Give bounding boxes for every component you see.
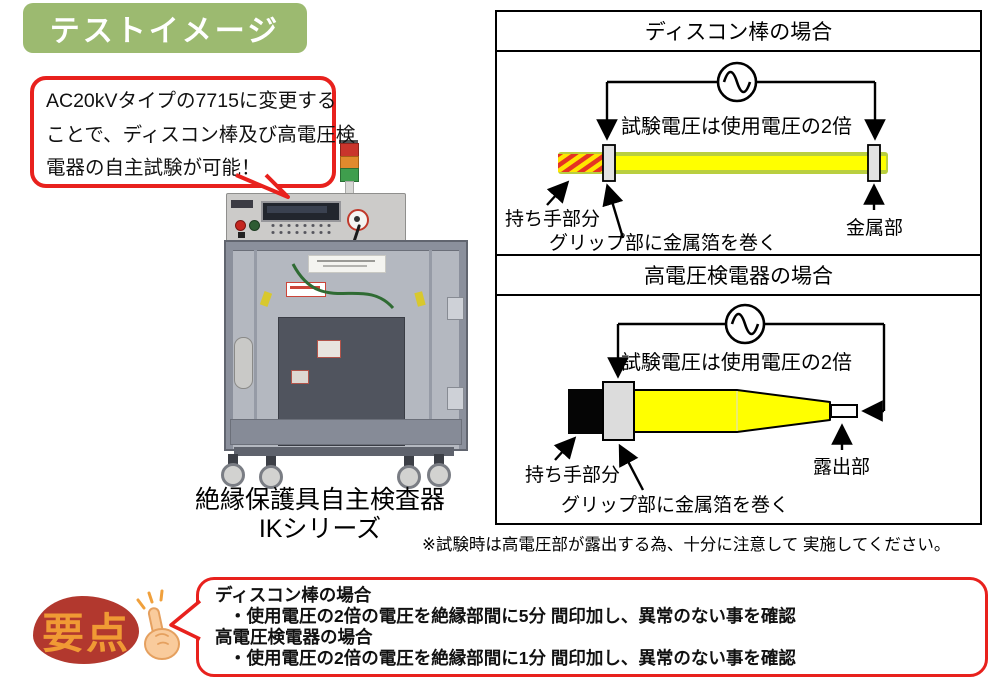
test-image-badge-label: テストイメージ <box>49 15 281 48</box>
keypoints-bubble-tail <box>169 599 202 641</box>
cabinet-base-bar <box>234 447 454 456</box>
machine-caption-line1: 絶縁保護具自主検査器 <box>194 486 445 514</box>
keypoint-line: ・使用電圧の2倍の電圧を絶縁部間に1分 間印加し、異常のない事を確認 <box>229 648 796 668</box>
test-image-badge: テストイメージ <box>23 3 307 53</box>
cabinet-base-tray <box>230 419 462 445</box>
caution-note: ※試験時は高電圧部が露出する為、十分に注意して 実施してください。 <box>422 536 951 554</box>
machine-photo <box>212 140 470 489</box>
display-window <box>261 201 341 222</box>
callout-line: AC20kVタイプの7715に変更する <box>46 90 337 112</box>
caster-wheel <box>258 456 284 489</box>
keypoint-line: ・使用電圧の2倍の電圧を絶縁部間に5分 間印加し、異常のない事を確認 <box>229 606 796 626</box>
cabinet-frame-bar <box>254 250 257 442</box>
voltage-detector-diagram: 試験電圧は使用電圧の2倍 持ち手部分 グリップ部に金属箔を巻く 露出部 <box>497 294 976 519</box>
keypoints-badge-label: 要点 <box>41 609 130 657</box>
green-button <box>249 220 260 231</box>
callout-bubble: AC20kVタイプの7715に変更する ことで、ディスコン棒及び高電圧検 電器の… <box>30 76 356 188</box>
caster-wheel <box>426 454 452 487</box>
door-hinge <box>447 387 464 410</box>
keypoints-badge: 要点 <box>33 596 139 664</box>
test-voltage-label: 試験電圧は使用電圧の2倍 <box>620 116 853 138</box>
section2-header: 高電圧検電器の場合 <box>497 254 980 296</box>
caster-wheel <box>396 456 422 489</box>
callout-tail <box>235 173 290 199</box>
grip-foil-label: グリップ部に金属箔を巻く <box>561 495 790 516</box>
inner-label <box>291 370 309 384</box>
cabinet-left-post <box>226 242 233 449</box>
grip-foil-label: グリップ部に金属箔を巻く <box>549 233 778 254</box>
keypoint-line: ディスコン棒の場合 <box>215 585 372 605</box>
caster-wheel <box>220 454 246 487</box>
keypoint-line: 高電圧検電器の場合 <box>215 627 373 647</box>
section2-title: 高電圧検電器の場合 <box>644 265 833 288</box>
yellow-clip <box>259 291 273 307</box>
section1-title: ディスコン棒の場合 <box>644 21 833 44</box>
callout-line: 電器の自主試験が可能！ <box>46 157 261 179</box>
handle-part-label: 持ち手部分 <box>525 465 621 486</box>
machine-caption: 絶縁保護具自主検査器 IKシリーズ <box>150 486 490 544</box>
pointing-hand-icon <box>136 589 180 660</box>
test-cabinet <box>224 240 468 451</box>
inner-label <box>317 340 341 358</box>
metal-part-label: 金属部 <box>846 218 904 239</box>
callout-line: ことで、ディスコン棒及び高電圧検 <box>46 123 356 146</box>
keypad <box>269 222 331 238</box>
yellow-clip <box>414 291 426 307</box>
red-button <box>235 220 246 231</box>
test-lead-wire <box>291 263 395 310</box>
cabinet-right-post <box>459 242 466 449</box>
door-handle <box>234 337 253 389</box>
power-switch <box>238 232 245 238</box>
keypoints-bubble: ディスコン棒の場合 ・使用電圧の2倍の電圧を絶縁部間に5分 間印加し、異常のない… <box>196 577 988 677</box>
diagram-panel: ディスコン棒の場合 <box>495 10 982 525</box>
machine-caption-line2: IKシリーズ <box>258 515 382 543</box>
signal-tower-cap <box>339 140 358 144</box>
signal-tower-green-light <box>340 168 359 182</box>
cabinet-frame-bar <box>429 250 432 442</box>
test-voltage-label: 試験電圧は使用電圧の2倍 <box>620 352 853 374</box>
cabinet-top-rail <box>226 242 466 251</box>
exposed-part-label: 露出部 <box>813 457 871 478</box>
disconnect-rod-diagram: 試験電圧は使用電圧の2倍 持ち手部分 グリップ部に金属箔を巻く 金属部 <box>497 52 976 254</box>
door-hinge <box>447 297 464 320</box>
section1-header: ディスコン棒の場合 <box>497 12 980 52</box>
cabinet-white-label <box>308 255 386 273</box>
voltage-detector-diagram-svg <box>553 303 886 491</box>
tester-control-unit <box>226 193 406 244</box>
disconnect-rod-diagram-svg <box>546 61 888 239</box>
brand-plate <box>231 200 253 208</box>
handle-part-label: 持ち手部分 <box>505 209 601 230</box>
